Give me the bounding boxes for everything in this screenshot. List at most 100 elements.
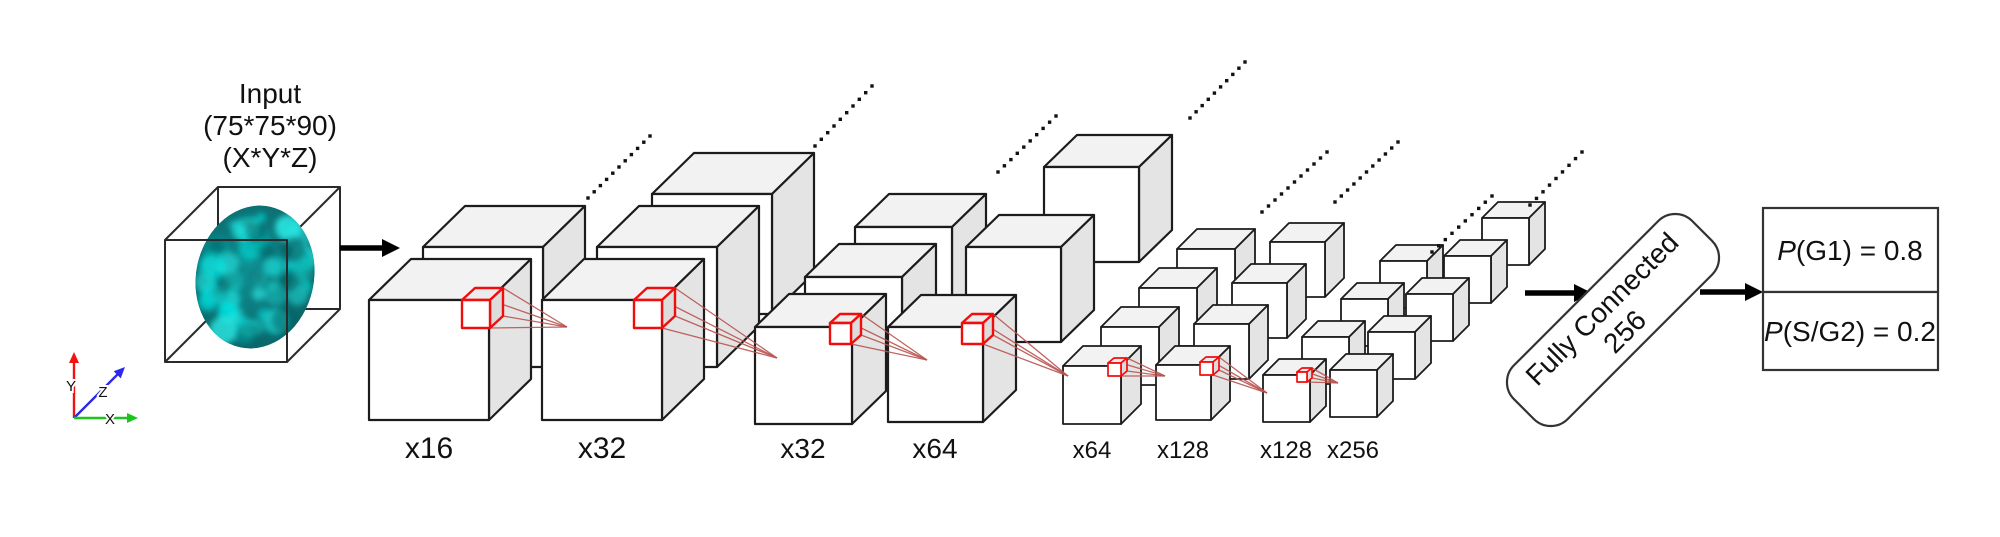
receptive-field-line	[674, 287, 778, 359]
ellipsis-dot	[1430, 250, 1434, 254]
receptive-field-line	[674, 315, 778, 359]
ellipsis-dot	[1396, 140, 1400, 144]
input-cube-front-face	[164, 239, 288, 363]
ellipsis-dot	[1371, 164, 1375, 168]
ellipsis-dot	[1573, 156, 1578, 161]
y-axis-label: Y	[66, 378, 76, 395]
nucleus-speckle	[275, 214, 302, 242]
ellipsis-dot	[1470, 213, 1474, 217]
ellipsis-dots-layer-6	[1430, 194, 1494, 254]
kernel-front-face	[1199, 361, 1214, 376]
kernel-front-face	[828, 321, 853, 346]
ellipsis-dot	[1194, 110, 1198, 114]
ellipsis-dot	[1318, 156, 1323, 160]
ellipsis-dot	[1212, 91, 1217, 95]
ellipsis-dot	[1457, 225, 1461, 229]
ellipsis-dot	[617, 165, 621, 169]
ellipsis-dot	[611, 171, 615, 175]
feature-map-cube	[1329, 353, 1394, 418]
ellipsis-dot	[586, 196, 590, 200]
receptive-field-line	[489, 326, 568, 329]
layer-count-label: x128	[1260, 437, 1312, 464]
ellipsis-dot	[1243, 60, 1247, 64]
ellipsis-dot	[1534, 196, 1539, 201]
ellipsis-dot	[996, 170, 1000, 174]
layer-group-3: x64	[886, 133, 1174, 464]
ellipsis-dot	[1041, 126, 1045, 131]
feature-map-cube	[753, 292, 888, 426]
ellipsis-dot	[870, 84, 874, 88]
probability-value: (G1) = 0.8	[1796, 235, 1923, 266]
feature-map-cube	[540, 257, 706, 422]
nucleus-dark-patch	[208, 237, 226, 255]
receptive-field-line	[1306, 381, 1339, 384]
output-boxes: P(G1) = 0.8P(S/G2) = 0.2	[1761, 206, 1940, 372]
ellipsis-dot	[845, 111, 849, 115]
ellipsis-dot	[1450, 231, 1454, 235]
arrow-head	[1745, 283, 1763, 301]
ellipsis-dot	[838, 117, 842, 121]
receptive-field-line	[502, 315, 568, 328]
cube-front-face	[886, 325, 985, 424]
ellipsis-dot	[1377, 158, 1381, 162]
receptive-field-line	[850, 343, 928, 361]
ellipsis-dots-layer-1	[813, 84, 874, 148]
ellipsis-dot	[1352, 182, 1356, 186]
ellipsis-dot	[1443, 237, 1447, 242]
layer-count-label: x32	[578, 432, 626, 465]
input-title: Input	[239, 78, 301, 109]
ellipsis-dots-layer-4	[1260, 150, 1329, 214]
ellipsis-dot	[832, 124, 836, 128]
receptive-field-line	[982, 343, 1069, 377]
conv-kernel-6	[1296, 367, 1339, 384]
nucleus-speckle	[197, 268, 207, 279]
receptive-field-line	[1218, 369, 1268, 394]
nucleus-speckle	[256, 212, 266, 223]
ellipsis-dot	[864, 91, 868, 95]
layer-count-label: x16	[405, 432, 453, 465]
ellipsis-dot	[623, 159, 627, 163]
layer-count-label: x64	[1073, 437, 1112, 464]
kernel-front-face	[460, 298, 492, 330]
receptive-field-line	[850, 322, 928, 361]
z-axis-arrow-head	[113, 367, 125, 379]
ellipsis-dot	[1547, 183, 1552, 187]
ellipsis-dot	[1358, 176, 1362, 180]
ellipsis-dot	[598, 183, 603, 188]
feature-map-cube	[1262, 358, 1327, 423]
receptive-field-line	[661, 299, 778, 359]
conv-kernel-4	[1107, 357, 1166, 377]
conv-kernel-1	[632, 286, 778, 359]
ellipsis-dot	[1312, 162, 1316, 166]
ellipsis-dot	[1015, 151, 1019, 155]
ellipsis-dot	[1541, 190, 1545, 194]
input-dimensions: (75*75*90)	[203, 110, 337, 141]
ellipsis-dot	[1463, 219, 1467, 223]
probability-symbol: P	[1777, 235, 1796, 266]
x-axis-arrow-head	[127, 413, 138, 423]
arrow-head	[382, 239, 400, 257]
ellipsis-dot	[1054, 114, 1058, 118]
conv-kernels	[460, 286, 1339, 394]
feature-map-cube	[367, 257, 533, 422]
probability-value: (S/G2) = 0.2	[1783, 316, 1936, 347]
ellipsis-dot	[629, 152, 634, 157]
layer-count-label: x128	[1157, 437, 1209, 464]
z-axis-arrow-line	[73, 371, 121, 419]
z-axis-label: Z	[98, 384, 107, 401]
receptive-field-line	[1212, 374, 1268, 394]
ellipsis-dot	[1002, 164, 1007, 168]
input-cube-edge	[164, 186, 219, 241]
receptive-field-line	[860, 334, 928, 361]
receptive-field-line	[1212, 361, 1268, 394]
probability-symbol: P	[1764, 316, 1783, 347]
nucleus-dark-patch	[272, 307, 299, 334]
output-box-1: P(S/G2) = 0.2	[1761, 290, 1940, 372]
layer-group-7: x256	[1327, 201, 1546, 464]
layer-count-label: x64	[912, 433, 957, 464]
conv-kernel-0	[460, 286, 568, 330]
ellipsis-dot	[1345, 188, 1350, 192]
ellipsis-dot	[826, 131, 830, 135]
